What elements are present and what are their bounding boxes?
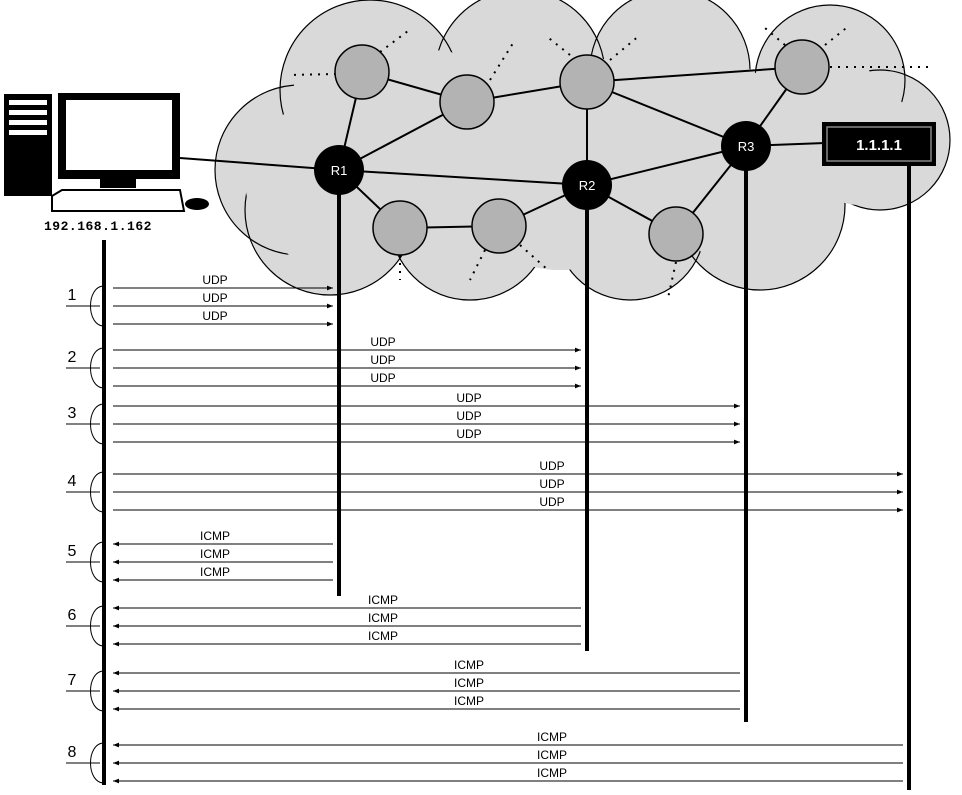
dotted-links xyxy=(287,24,930,299)
step-bracket xyxy=(90,285,105,327)
protocol-label: UDP xyxy=(456,409,481,423)
protocol-label: UDP xyxy=(370,371,395,385)
step-bracket xyxy=(90,403,105,445)
router-r3: R3 xyxy=(721,121,771,171)
protocol-label: UDP xyxy=(539,477,564,491)
step-bracket xyxy=(90,347,105,389)
network-nodes xyxy=(334,39,830,262)
router-label: R3 xyxy=(738,139,755,154)
step-number: 8 xyxy=(68,744,77,761)
step-number: 3 xyxy=(68,405,77,422)
step-bracket xyxy=(90,670,105,712)
protocol-label: ICMP xyxy=(368,629,398,643)
protocol-label: UDP xyxy=(202,309,227,323)
protocol-label: UDP xyxy=(539,495,564,509)
protocol-label: ICMP xyxy=(537,730,567,744)
protocol-label: ICMP xyxy=(454,676,484,690)
target-host: 1.1.1.1 xyxy=(822,122,936,166)
protocol-label: ICMP xyxy=(537,766,567,780)
router-r1: R1 xyxy=(314,145,364,195)
step-number: 4 xyxy=(68,473,77,490)
step-bracket xyxy=(90,742,105,784)
protocol-label: ICMP xyxy=(200,547,230,561)
protocol-label: ICMP xyxy=(200,529,230,543)
step-number: 5 xyxy=(68,543,77,560)
protocol-label: ICMP xyxy=(368,593,398,607)
protocol-label: UDP xyxy=(539,459,564,473)
step-bracket xyxy=(90,471,105,513)
protocol-label: ICMP xyxy=(200,565,230,579)
protocol-label: UDP xyxy=(370,353,395,367)
protocol-label: ICMP xyxy=(454,694,484,708)
source-ip-label: 192.168.1.162 xyxy=(44,219,152,234)
step-number: 1 xyxy=(68,287,77,304)
protocol-label: UDP xyxy=(202,291,227,305)
protocol-label: UDP xyxy=(456,391,481,405)
router-label: R1 xyxy=(331,163,348,178)
protocol-label: ICMP xyxy=(537,748,567,762)
step-bracket xyxy=(90,541,105,583)
step-number: 2 xyxy=(68,349,77,366)
message-sequence: 1UDPUDPUDP2UDPUDPUDP3UDPUDPUDP4UDPUDPUDP… xyxy=(66,273,903,784)
protocol-label: UDP xyxy=(456,427,481,441)
step-number: 6 xyxy=(68,607,77,624)
step-number: 7 xyxy=(68,672,77,689)
computer-icon: 192.168.1.162 xyxy=(4,93,209,234)
router-r2: R2 xyxy=(562,160,612,210)
protocol-label: ICMP xyxy=(454,658,484,672)
protocol-label: UDP xyxy=(202,273,227,287)
protocol-label: UDP xyxy=(370,335,395,349)
router-label: R2 xyxy=(579,178,596,193)
protocol-label: ICMP xyxy=(368,611,398,625)
target-label: 1.1.1.1 xyxy=(856,137,902,154)
network-links xyxy=(179,66,826,235)
step-bracket xyxy=(90,605,105,647)
